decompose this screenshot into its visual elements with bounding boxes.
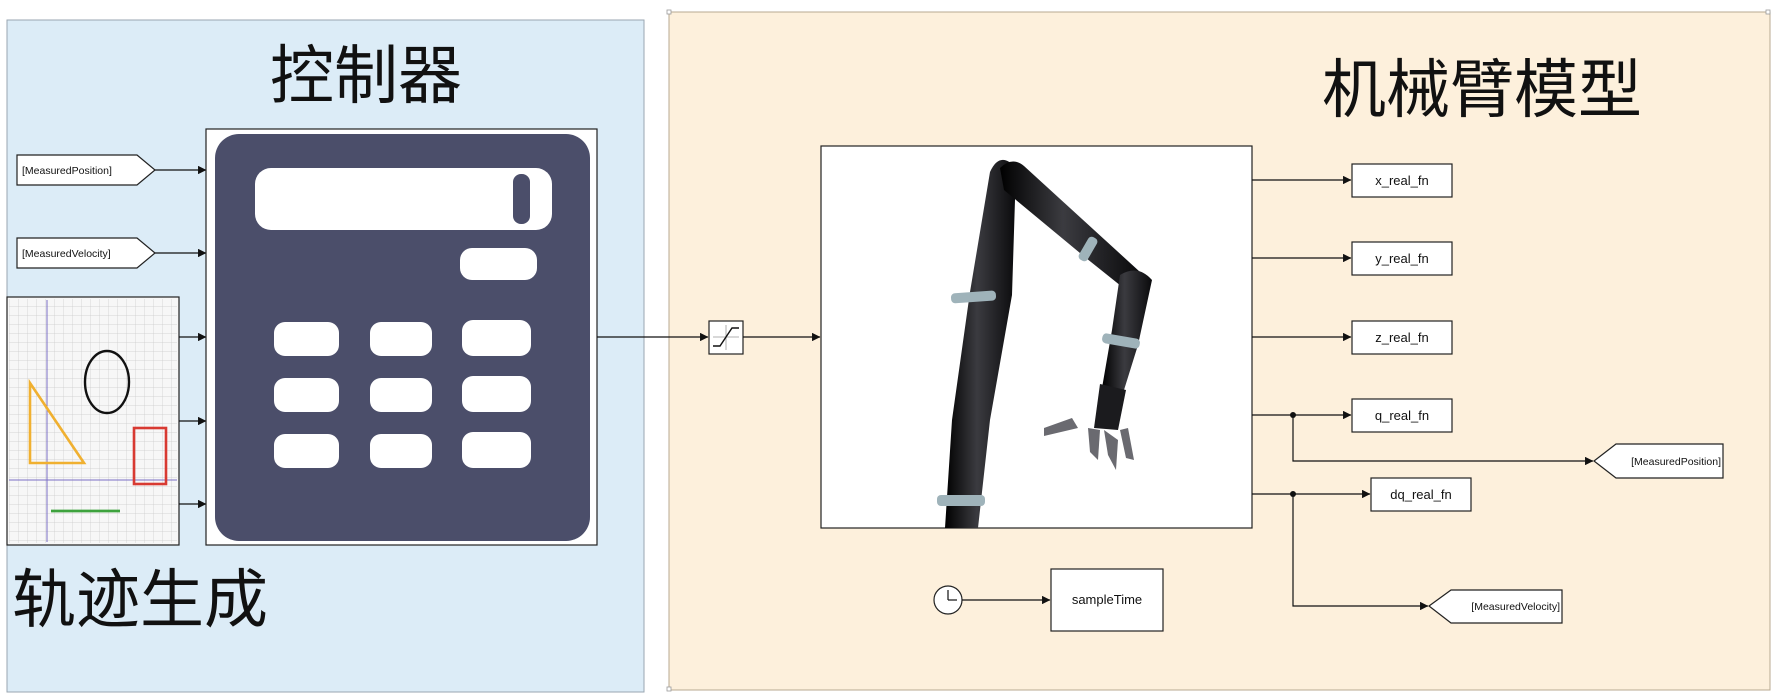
from-block-measured-position-label: [MeasuredPosition] [22,165,112,177]
robot-arm-icon [937,159,1152,528]
goto-block-measured-position[interactable]: [MeasuredPosition] [1593,443,1724,479]
output-block-z[interactable]: z_real_fn [1351,320,1453,355]
output-block-x-label: x_real_fn [1375,173,1428,188]
trajectory-triangle-shape [28,378,87,465]
goto-block-measured-velocity[interactable]: [MeasuredVelocity] [1427,589,1563,624]
goto-block-measured-position-label: [MeasuredPosition] [1631,456,1721,468]
signal-line [1292,494,1429,611]
goto-block-measured-velocity-label: [MeasuredVelocity] [1471,601,1560,613]
output-block-z-label: z_real_fn [1375,330,1428,345]
trajectory-title: 轨迹生成 [12,564,268,638]
robot-arm-block[interactable] [820,145,1253,529]
output-block-q-label: q_real_fn [1375,408,1429,423]
clock-block[interactable] [933,585,963,615]
output-block-x[interactable]: x_real_fn [1351,163,1453,198]
from-block-measured-position[interactable]: [MeasuredPosition] [16,154,156,186]
output-block-q[interactable]: q_real_fn [1351,398,1453,433]
saturation-block[interactable] [708,320,744,355]
arm-model-area-title: 机械臂模型 [1322,54,1642,128]
sample-time-label: sampleTime [1072,592,1142,607]
from-block-measured-velocity[interactable]: [MeasuredVelocity] [16,237,156,269]
output-block-dq[interactable]: dq_real_fn [1370,477,1472,512]
trajectory-circle-shape [83,349,131,415]
output-block-y-label: y_real_fn [1375,251,1428,266]
controller-block[interactable] [205,128,598,546]
output-block-dq-label: dq_real_fn [1390,487,1451,502]
trajectory-generator-block[interactable] [6,296,180,546]
signal-line [1292,415,1594,466]
trajectory-rectangle-shape [132,426,168,486]
from-block-measured-velocity-label: [MeasuredVelocity] [22,248,111,260]
output-block-y[interactable]: y_real_fn [1351,241,1453,276]
sample-time-block[interactable]: sampleTime [1050,568,1164,632]
controller-area-title: 控制器 [270,40,462,114]
